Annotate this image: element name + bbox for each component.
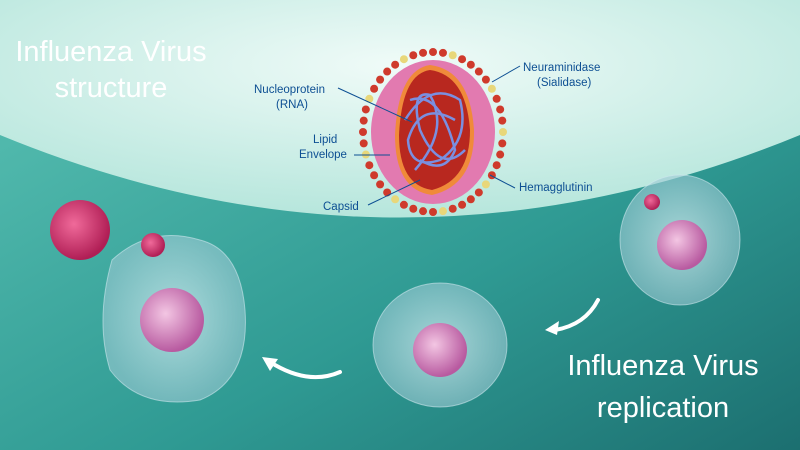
hemagglutinin-spike bbox=[498, 139, 507, 148]
hemagglutinin-spike bbox=[419, 48, 428, 57]
hemagglutinin-spike bbox=[359, 128, 367, 136]
hemagglutinin-spike bbox=[492, 161, 501, 170]
hemagglutinin-spike bbox=[365, 161, 374, 170]
virus-labels: Nucleoprotein (RNA) Lipid Envelope Capsi… bbox=[254, 62, 600, 213]
hemagglutinin-spike bbox=[498, 116, 507, 125]
hemagglutinin-spike bbox=[474, 188, 483, 197]
hemagglutinin-spike bbox=[429, 48, 437, 56]
neuraminidase-spike bbox=[487, 84, 496, 93]
neuraminidase-spike bbox=[399, 55, 408, 64]
hemagglutinin-spike bbox=[466, 60, 475, 69]
label-nucleoprotein: Nucleoprotein bbox=[254, 84, 325, 96]
neuraminidase-spike bbox=[365, 94, 374, 103]
leader-lines bbox=[337, 65, 521, 206]
hemagglutinin-spike bbox=[391, 60, 400, 69]
hemagglutinin-spike bbox=[481, 75, 490, 84]
replication-title-line1: Influenza Virus bbox=[567, 350, 759, 382]
virus-particle bbox=[141, 233, 165, 257]
label-hemagglutinin: Hemagglutinin bbox=[519, 182, 593, 194]
replication-title-line2: replication bbox=[596, 392, 730, 424]
arrow-icon bbox=[273, 363, 342, 380]
label-neuraminidase-sub: (Sialidase) bbox=[537, 77, 591, 89]
neuraminidase-spike bbox=[448, 51, 457, 60]
hemagglutinin-spike bbox=[492, 94, 501, 103]
label-nucleoprotein-sub: (RNA) bbox=[276, 99, 308, 111]
hemagglutinin-spike bbox=[383, 67, 392, 76]
replication-title: Influenza Virus replication bbox=[548, 345, 778, 429]
neuraminidase-spike bbox=[438, 207, 447, 216]
arrow-head-icon bbox=[545, 321, 559, 335]
infected-cell-middle bbox=[372, 282, 508, 408]
hemagglutinin-spike bbox=[496, 105, 505, 114]
hemagglutinin-spike bbox=[487, 171, 496, 180]
hemagglutinin-spike bbox=[370, 84, 379, 93]
arrow-head-icon bbox=[262, 357, 278, 371]
hemagglutinin-spike bbox=[419, 207, 428, 216]
structure-title-line1: Influenza Virus bbox=[15, 36, 207, 68]
hemagglutinin-spike bbox=[429, 208, 437, 216]
hemagglutinin-spike bbox=[438, 48, 447, 57]
label-capsid: Capsid bbox=[323, 201, 359, 213]
neuraminidase-spike bbox=[481, 180, 490, 189]
hemagglutinin-spike bbox=[370, 171, 379, 180]
hemagglutinin-spike bbox=[399, 200, 408, 209]
arrow-icon bbox=[553, 298, 600, 332]
hemagglutinin-spike bbox=[458, 55, 467, 64]
hemagglutinin-spike bbox=[496, 150, 505, 159]
hemagglutinin-spike bbox=[448, 204, 457, 213]
virus-structure-illustration bbox=[359, 48, 507, 216]
hemagglutinin-spike bbox=[376, 75, 385, 84]
infected-cell-right bbox=[619, 174, 741, 306]
structure-title: Influenza Virus structure bbox=[6, 34, 216, 106]
label-envelope: Envelope bbox=[299, 149, 347, 161]
hemagglutinin-spike bbox=[458, 200, 467, 209]
hemagglutinin-spike bbox=[361, 105, 370, 114]
hemagglutinin-spike bbox=[466, 195, 475, 204]
neuraminidase-spike bbox=[499, 128, 507, 136]
rna-strands bbox=[403, 92, 466, 171]
label-neuraminidase: Neuraminidase bbox=[523, 62, 600, 74]
hemagglutinin-spike bbox=[359, 139, 368, 148]
hemagglutinin-spike bbox=[409, 204, 418, 213]
hemagglutinin-spike bbox=[359, 116, 368, 125]
infected-cell-left bbox=[50, 200, 246, 403]
replication-arrows bbox=[273, 298, 600, 380]
label-lipid: Lipid bbox=[313, 134, 337, 146]
structure-title-line2: structure bbox=[54, 72, 168, 104]
virus-particle bbox=[50, 200, 110, 260]
hemagglutinin-spike bbox=[474, 67, 483, 76]
hemagglutinin-spike bbox=[409, 51, 418, 60]
neuraminidase-spike bbox=[391, 195, 400, 204]
hemagglutinin-spike bbox=[376, 180, 385, 189]
